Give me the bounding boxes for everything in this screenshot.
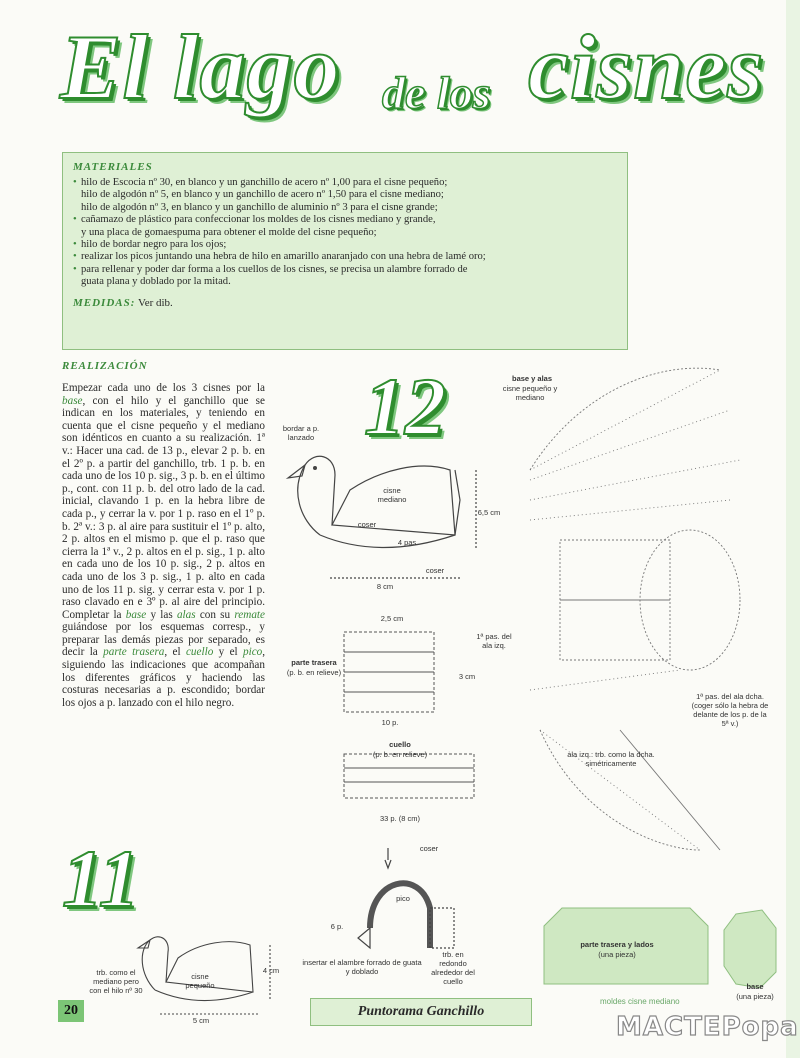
- materials-box: MATERIALES hilo de Escocia nº 30, en bla…: [62, 152, 628, 350]
- text-run: y las: [150, 608, 173, 621]
- label-small-w: 5 cm: [192, 1016, 210, 1025]
- wing-fan: [639, 529, 741, 671]
- molds-caption: moldes cisne mediano: [600, 997, 680, 1006]
- text-run: Empezar cada uno de los 3 cisnes por la: [62, 382, 265, 394]
- page-title: El lago de los cisnes: [59, 14, 780, 134]
- swan-medium-drawing: [285, 455, 477, 579]
- watermark: МАСТЕРоран: [615, 1011, 800, 1042]
- materials-item: hilo de algodón nº 3, en blanco y un gan…: [81, 201, 438, 213]
- measures-value: Ver dib.: [137, 296, 173, 309]
- realizacion-heading: REALIZACIÓN: [62, 360, 148, 372]
- materials-list: hilo de Escocia nº 30, en blanco y un ga…: [73, 177, 617, 289]
- label-mold-base: base: [746, 982, 764, 991]
- label-small-h: 4 cm: [262, 966, 280, 975]
- materials-item: y una placa de gomaespuma para obtener e…: [81, 226, 377, 238]
- label-width: 8 cm: [376, 582, 394, 591]
- label-mold-base-sub: (una pieza): [736, 992, 774, 1001]
- swan-eye: [313, 466, 317, 470]
- swan-small-drawing: [136, 936, 271, 1015]
- materials-item: hilo de algodón nº 5, en blanco y un gan…: [81, 189, 444, 201]
- keyword-remate: remate: [234, 608, 266, 621]
- label-mold-trasera: parte trasera y lados: [580, 940, 654, 949]
- title-part-1: El lago: [59, 15, 341, 119]
- materials-item: para rellenar y poder dar forma a los cu…: [73, 264, 617, 277]
- swan-beak: [285, 463, 307, 479]
- text-run: , con el hilo y el ganchillo que se indi…: [62, 394, 265, 621]
- keyword-base: base: [62, 394, 83, 407]
- text-run: , el: [164, 646, 181, 659]
- swan-body: [331, 465, 456, 536]
- materials-item: realizar los picos juntando una hebra de…: [73, 251, 617, 264]
- stitch-charts: [343, 631, 475, 799]
- materials-item: guata plana y doblado por la mitad.: [81, 276, 231, 288]
- label-alambre: insertar el alambre forrado de guata y d…: [302, 958, 422, 976]
- label-10p: 10 p.: [381, 718, 399, 727]
- label-trb-como: trb. como el mediano pero con el hilo nº…: [89, 968, 143, 995]
- label-base-alas: base y alas: [511, 374, 553, 383]
- materials-item: hilo de bordar negro para los ojos;: [73, 239, 617, 252]
- label-cisne-mediano: cisne mediano: [377, 486, 407, 504]
- title-part-3: cisnes: [527, 15, 764, 119]
- label-ala-izq: ala izq.: trb. como la dcha. simétricame…: [567, 750, 655, 768]
- materials-heading: MATERIALES: [73, 161, 153, 173]
- swan-back: [454, 469, 461, 536]
- swan-base: [319, 534, 456, 549]
- figure-12-number: 12: [363, 360, 447, 453]
- chart-cuello: [343, 753, 475, 799]
- label-pas-dcha: 1ª pas. del ala dcha. (coger sólo la heb…: [691, 692, 769, 728]
- title-part-2: de los: [381, 66, 491, 119]
- label-cuello-sub: (p. b. en relieve): [372, 750, 428, 759]
- neck-drawing: [357, 848, 455, 950]
- magazine-name: Puntorama Ganchillo: [310, 998, 532, 1026]
- page-edge-bar: [786, 0, 800, 1058]
- label-coser: coser: [357, 520, 377, 529]
- label-trb-redondo: trb. en redondo alrededor del cuello: [431, 950, 475, 986]
- label-coser-2: coser: [425, 566, 445, 575]
- label-cisne-pequeno: cisne pequeño: [185, 972, 215, 990]
- materials-item: hilo de Escocia nº 30, en blanco y un ga…: [73, 177, 617, 190]
- keyword-alas: alas: [176, 608, 196, 621]
- keyword-cuello: cuello: [185, 646, 214, 659]
- mold-base-shape: [723, 909, 777, 989]
- label-mold-trasera-sub: (una pieza): [598, 950, 636, 959]
- label-bordar: bordar a p. lanzado: [282, 424, 320, 442]
- label-parte-trasera: parte trasera: [291, 658, 337, 667]
- molds-drawing: [543, 907, 777, 989]
- label-33p: 33 p. (8 cm): [379, 814, 420, 823]
- label-trasera-h: 3 cm: [458, 672, 476, 681]
- label-cuello: cuello: [389, 740, 411, 749]
- realizacion-text: Empezar cada uno de los 3 cisnes por la …: [62, 382, 265, 709]
- label-height: 6,5 cm: [477, 508, 501, 517]
- label-trasera-sub: (p. b. en relieve): [286, 668, 342, 677]
- label-pas-izq: 1ª pas. del ala izq.: [476, 632, 512, 650]
- text-run: guiándose por los esquemas corresp., y p…: [62, 621, 265, 659]
- keyword-base: base: [125, 608, 147, 621]
- measures-label: MEDIDAS:: [73, 296, 136, 309]
- label-pas: 4 pas: [397, 538, 417, 547]
- keyword-parte-trasera: parte trasera: [103, 646, 165, 659]
- text-run: con su: [199, 608, 231, 621]
- wing-chart: [529, 367, 741, 851]
- label-6p: 6 p.: [330, 922, 344, 931]
- page-number: 20: [58, 1000, 84, 1022]
- figure-11-number: 11: [61, 832, 140, 925]
- label-neck-coser: coser: [419, 844, 439, 853]
- text-run: , siguiendo las indicaciones que acompañ…: [62, 646, 266, 709]
- keyword-pico: pico: [243, 646, 263, 659]
- label-trasera-width: 2,5 cm: [380, 614, 404, 623]
- label-base-sub: cisne pequeño y mediano: [502, 384, 558, 402]
- text-run: y el: [218, 646, 238, 659]
- measures-line: MEDIDAS: Ver dib.: [73, 297, 617, 309]
- beak-shape: [357, 926, 371, 950]
- mold-trasera-shape: [543, 907, 709, 985]
- materials-item: cañamazo de plástico para confeccionar l…: [73, 214, 617, 227]
- label-pico: pico: [396, 894, 410, 903]
